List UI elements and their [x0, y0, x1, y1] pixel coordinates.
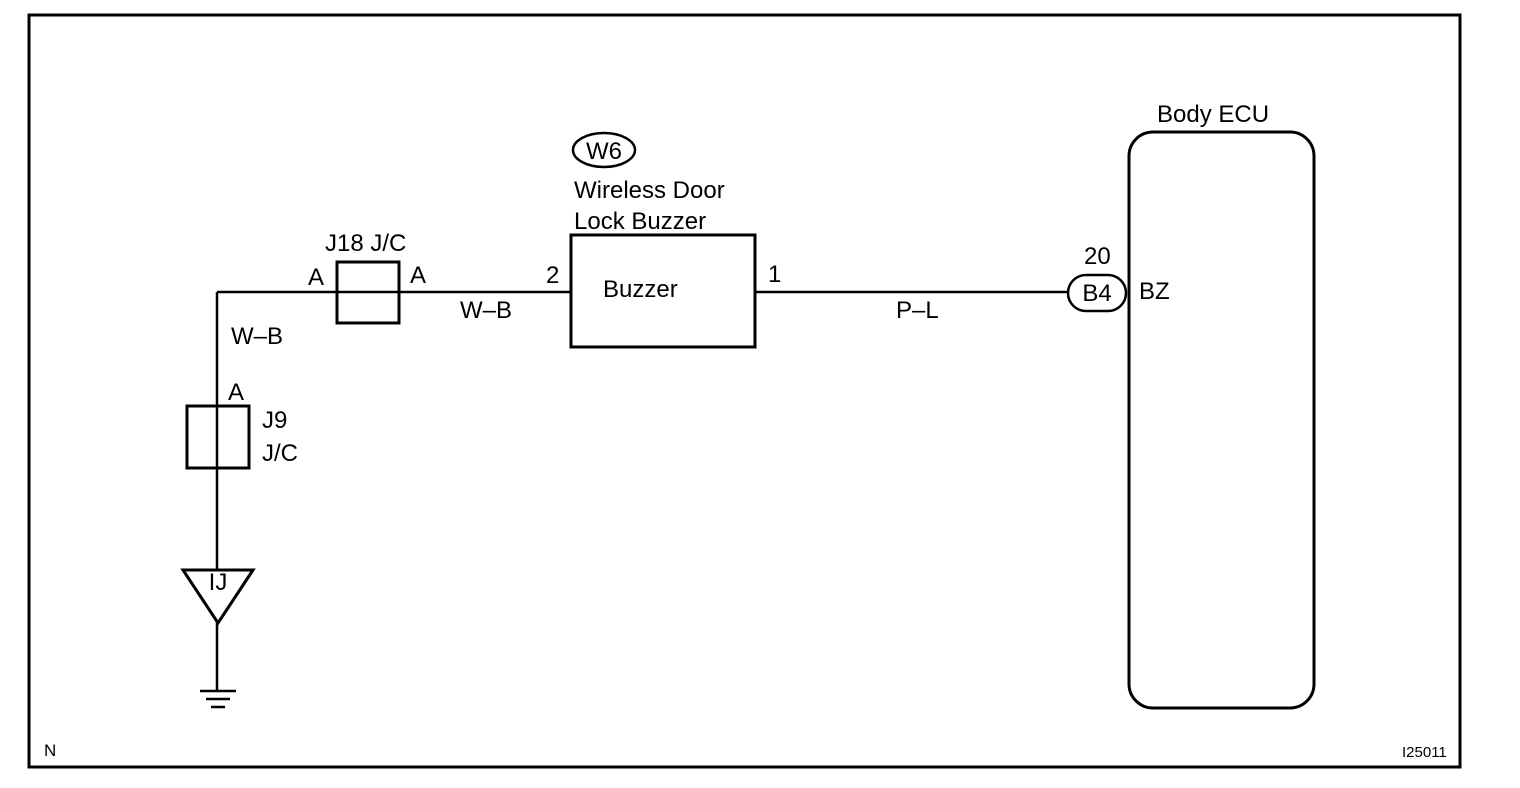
ecu-terminal-bz: BZ — [1139, 278, 1170, 305]
ground-point-label: IJ — [209, 569, 228, 596]
frame-corner-label: N — [44, 741, 56, 760]
buzzer-inner-label: Buzzer — [603, 276, 678, 303]
buzzer-pin-2: 2 — [546, 262, 559, 289]
junction-j18-label: J18 J/C — [325, 230, 406, 257]
ground-icon — [200, 689, 236, 709]
body-ecu-box — [1127, 130, 1316, 710]
buzzer-box — [569, 233, 757, 349]
ecu-connector-b4 — [1066, 273, 1128, 313]
buzzer-pin-1: 1 — [768, 261, 781, 288]
figure-id: I25011 — [1402, 744, 1447, 761]
junction-j18-pin-right: A — [410, 262, 426, 289]
junction-j9-label-line1: J9 — [262, 407, 287, 434]
junction-j9-pin-top: A — [228, 379, 244, 406]
junction-j9-label-line2: J/C — [262, 440, 298, 467]
ecu-pin-number: 20 — [1084, 243, 1111, 270]
buzzer-name-line2: Lock Buzzer — [574, 208, 706, 235]
junction-j9-box — [185, 404, 251, 470]
junction-j18-pin-left: A — [308, 264, 324, 291]
junction-j18-box — [335, 260, 401, 325]
buzzer-name-line1: Wireless Door — [574, 177, 725, 204]
wire-label-w-b-vertical: W–B — [231, 323, 283, 350]
diagram-frame — [27, 13, 1462, 769]
body-ecu-title: Body ECU — [1157, 101, 1269, 128]
wire-label-w-b-horizontal: W–B — [460, 297, 512, 324]
ground-point-ij — [180, 568, 256, 626]
buzzer-connector-w6 — [571, 131, 637, 169]
buzzer-connector-label: W6 — [586, 138, 622, 165]
ecu-connector-label: B4 — [1082, 280, 1111, 307]
wire-label-p-l: P–L — [896, 297, 939, 324]
